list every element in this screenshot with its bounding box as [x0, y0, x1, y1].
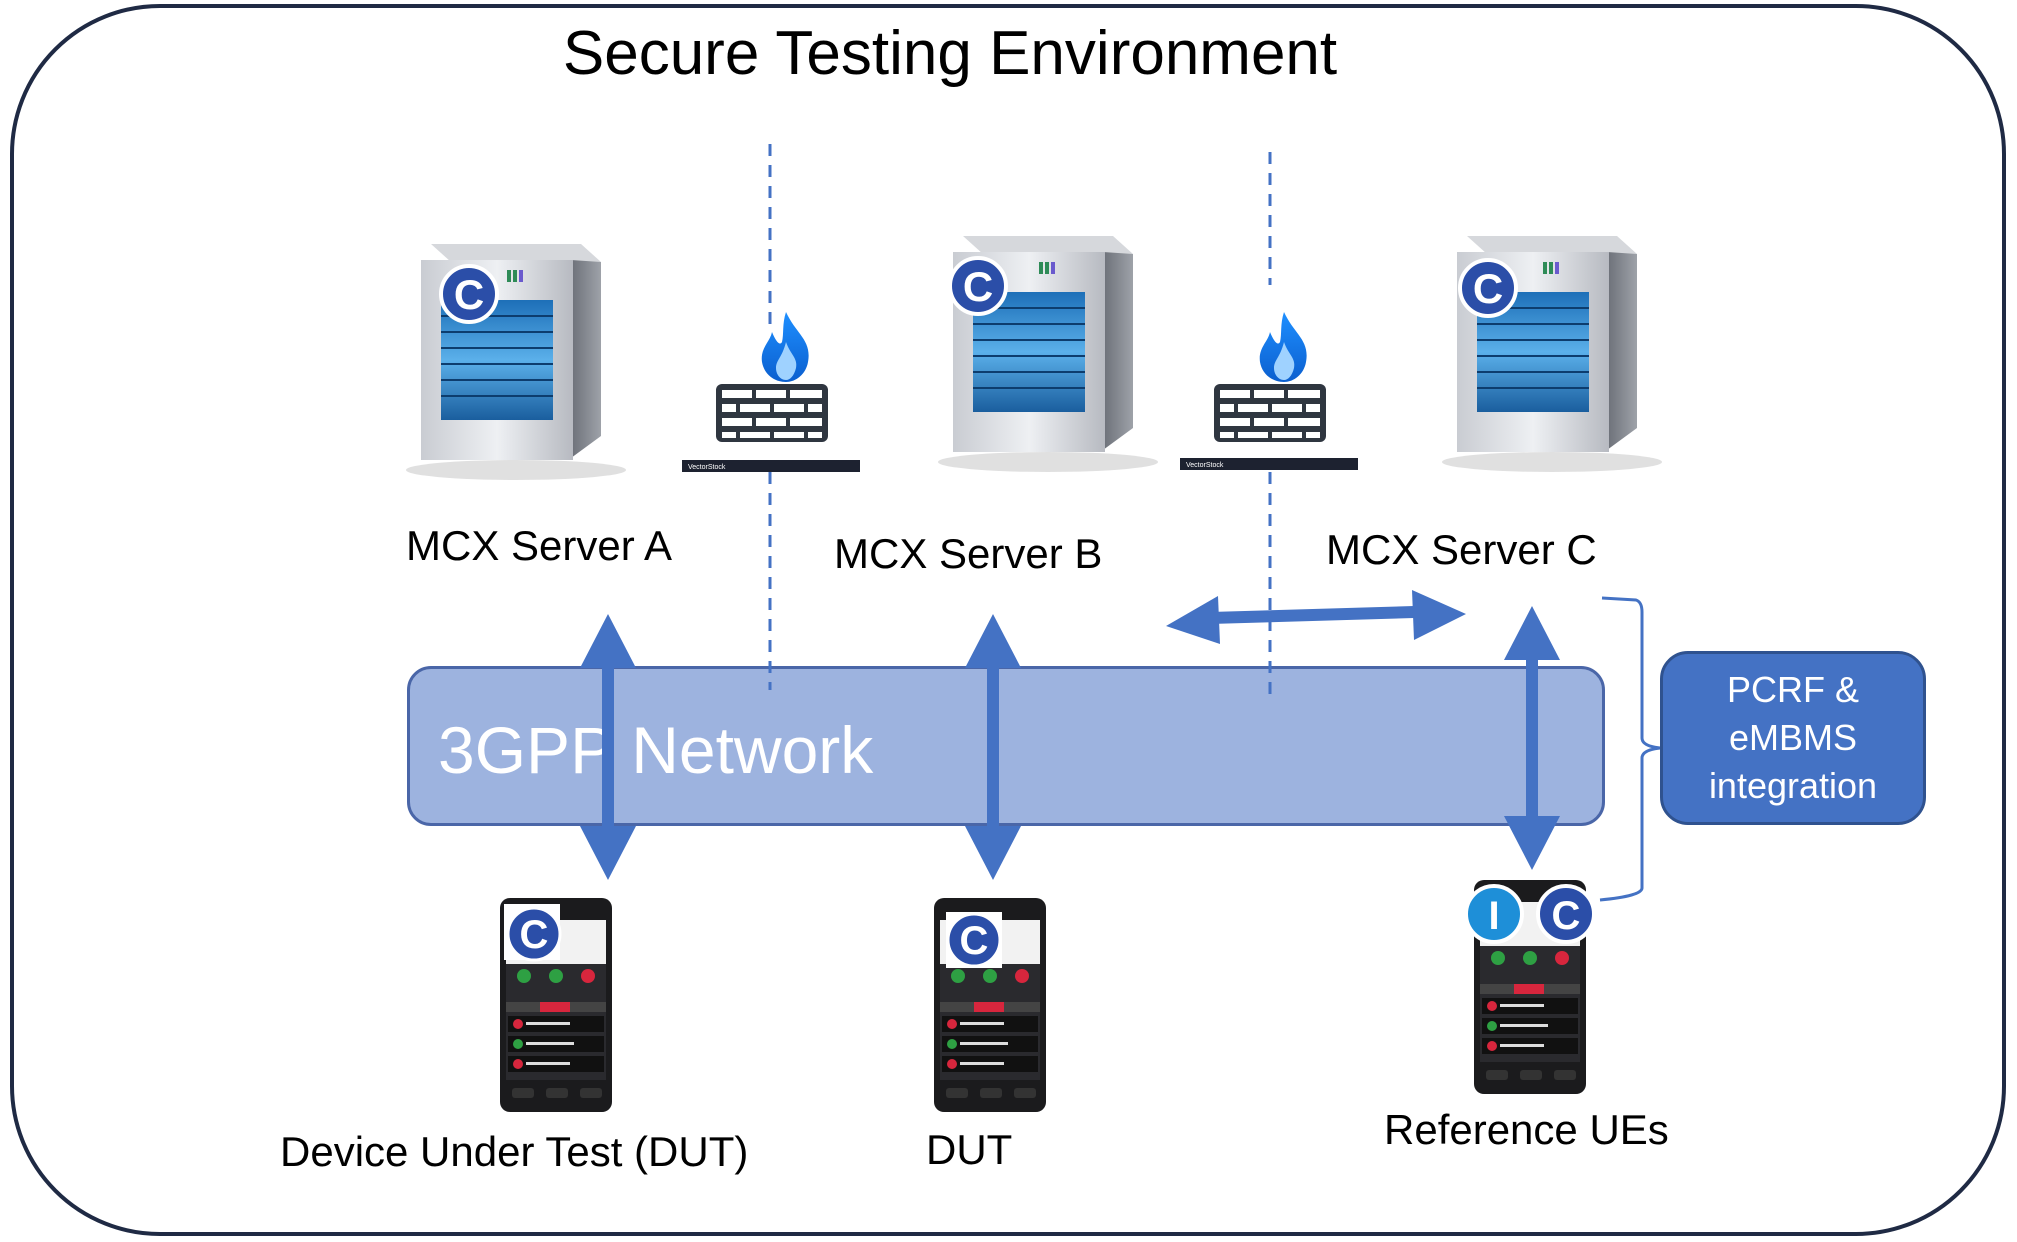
- firewall-1-icon: VectorStock: [682, 312, 860, 472]
- pcrf-line-2: eMBMS: [1728, 717, 1858, 758]
- dut-2-badge: C: [946, 912, 1002, 968]
- server-c-badge: C: [1458, 258, 1518, 318]
- server-a-label: MCX Server A: [406, 522, 673, 569]
- dut-1-badge: C: [504, 904, 562, 962]
- server-b-badge: C: [948, 256, 1008, 316]
- svg-text:C: C: [960, 919, 989, 963]
- svg-text:I: I: [1488, 894, 1499, 938]
- environment-frame: [10, 4, 2006, 1236]
- reference-ues-label: Reference UEs: [1384, 1106, 1669, 1153]
- svg-text:C: C: [1552, 894, 1581, 938]
- pcrf-bracket: [1599, 596, 1661, 902]
- reference-ue-badge-i: I: [1464, 884, 1524, 944]
- firewall-2-icon: VectorStock: [1180, 312, 1358, 470]
- pcrf-line-3: integration: [1708, 765, 1878, 806]
- firewall-2-caption: VectorStock: [1186, 462, 1224, 469]
- server-b-label: MCX Server B: [834, 530, 1103, 577]
- server-a-badge: C: [439, 264, 499, 324]
- arrow-a: [580, 614, 636, 880]
- network-label: 3GPP Network: [438, 713, 874, 787]
- firewall-1-caption: VectorStock: [688, 464, 726, 471]
- svg-text:C: C: [520, 913, 549, 957]
- svg-text:C: C: [454, 271, 484, 318]
- pcrf-line-1: PCRF &: [1726, 669, 1859, 710]
- reference-ue-badge-c: C: [1536, 884, 1596, 944]
- dut-2-label: DUT: [926, 1126, 1013, 1173]
- dut-1-label: Device Under Test (DUT): [280, 1128, 749, 1175]
- arrow-c: [1504, 606, 1560, 870]
- arrow-b-c: [1166, 590, 1466, 644]
- svg-text:C: C: [1473, 265, 1503, 312]
- diagram-title: Secure Testing Environment: [562, 19, 1338, 88]
- pcrf-embms-box: PCRF & eMBMS integration: [1660, 651, 1926, 825]
- server-a-icon: [405, 243, 627, 481]
- server-c-label: MCX Server C: [1326, 526, 1597, 573]
- svg-text:C: C: [963, 263, 993, 310]
- arrow-b: [965, 614, 1021, 880]
